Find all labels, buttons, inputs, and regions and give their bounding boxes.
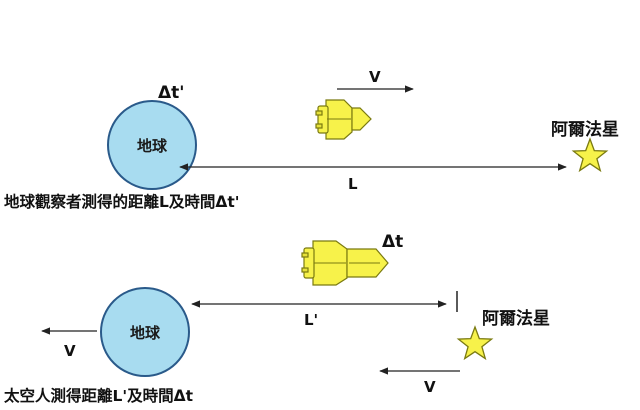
bottom-panel: Δt L' 地球 V 阿爾法星 V 太空人測得距離L'及時間Δt [4, 232, 550, 405]
spaceship-icon [315, 99, 372, 140]
bottom-caption: 太空人測得距離L'及時間Δt [4, 386, 194, 405]
bottom-earth-velocity-label: V [64, 342, 76, 360]
star-icon [571, 137, 609, 173]
bottom-earth-label: 地球 [130, 324, 161, 342]
star-icon [456, 325, 494, 361]
top-earth-label: 地球 [137, 137, 168, 155]
bottom-distance-label: L' [304, 311, 318, 329]
earth-icon [100, 287, 190, 377]
top-distance-label: L [348, 175, 358, 193]
bottom-earth: 地球 [100, 287, 190, 377]
top-earth: 地球 [107, 100, 197, 190]
top-panel: Δt' 地球 V L 阿爾法星 地球觀察者測得的距離L及時間Δt' [4, 68, 619, 211]
earth-icon [107, 100, 197, 190]
top-caption: 地球觀察者測得的距離L及時間Δt' [4, 192, 240, 211]
spaceship-icon [301, 240, 389, 286]
bottom-star-label: 阿爾法星 [482, 308, 550, 329]
top-velocity-label: V [369, 68, 381, 86]
top-delta-t-label: Δt' [158, 83, 185, 103]
bottom-delta-t-label: Δt [382, 232, 403, 252]
bottom-star-velocity-label: V [424, 378, 436, 396]
top-star-label: 阿爾法星 [551, 119, 619, 140]
